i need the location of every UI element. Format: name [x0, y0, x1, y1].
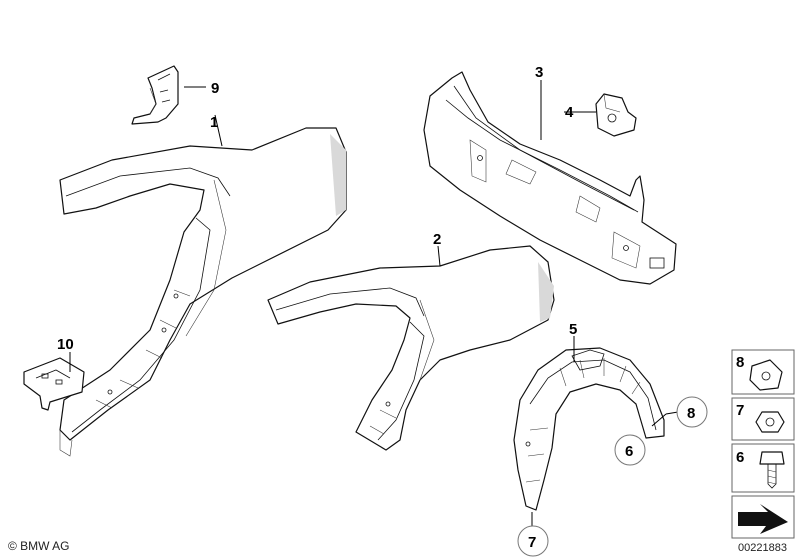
hex-nut-icon — [755, 411, 785, 433]
legend-item-hex-nut: 7 — [731, 397, 795, 441]
callout-6-badge: 6 — [614, 434, 646, 466]
svg-text:7: 7 — [736, 402, 744, 419]
part-4-bracket[interactable] — [595, 93, 637, 137]
svg-text:9: 9 — [211, 80, 219, 97]
arrow-icon — [738, 504, 788, 534]
legend-item-clip-nut: 8 — [731, 349, 795, 395]
callout-4: 4 — [565, 104, 574, 121]
callout-2: 2 — [433, 231, 441, 248]
part-3-rear-panel[interactable] — [423, 71, 677, 285]
svg-text:6: 6 — [625, 443, 633, 460]
part-1-side-panel[interactable] — [59, 127, 347, 457]
callout-8-badge: 8 — [676, 396, 708, 428]
callout-5: 5 — [569, 321, 577, 338]
svg-text:8: 8 — [687, 405, 695, 422]
part-10-bracket[interactable] — [23, 357, 85, 411]
clip-nut-icon — [749, 359, 783, 391]
screw-icon — [759, 451, 785, 465]
svg-text:7: 7 — [528, 534, 536, 551]
legend-item-screw: 6 — [731, 443, 795, 493]
legend-item-arrow — [731, 495, 795, 539]
svg-text:6: 6 — [736, 449, 744, 466]
svg-text:3: 3 — [535, 64, 543, 81]
callout-3: 3 — [535, 64, 543, 81]
svg-text:4: 4 — [565, 104, 574, 121]
copyright-text: © BMW AG — [8, 539, 70, 553]
part-2-side-panel[interactable] — [267, 245, 555, 451]
callout-10: 10 — [57, 336, 74, 353]
callout-9: 9 — [211, 80, 219, 97]
callout-7-badge: 7 — [517, 525, 549, 557]
svg-text:5: 5 — [569, 321, 577, 338]
svg-text:1: 1 — [210, 114, 218, 131]
diagram-id: 00221883 — [738, 542, 787, 554]
part-9-bracket[interactable] — [131, 65, 179, 125]
svg-text:2: 2 — [433, 231, 441, 248]
callout-1: 1 — [210, 114, 218, 131]
part-5-wheel-arch-liner[interactable] — [513, 347, 665, 511]
svg-text:10: 10 — [57, 336, 74, 353]
svg-text:8: 8 — [736, 354, 744, 371]
